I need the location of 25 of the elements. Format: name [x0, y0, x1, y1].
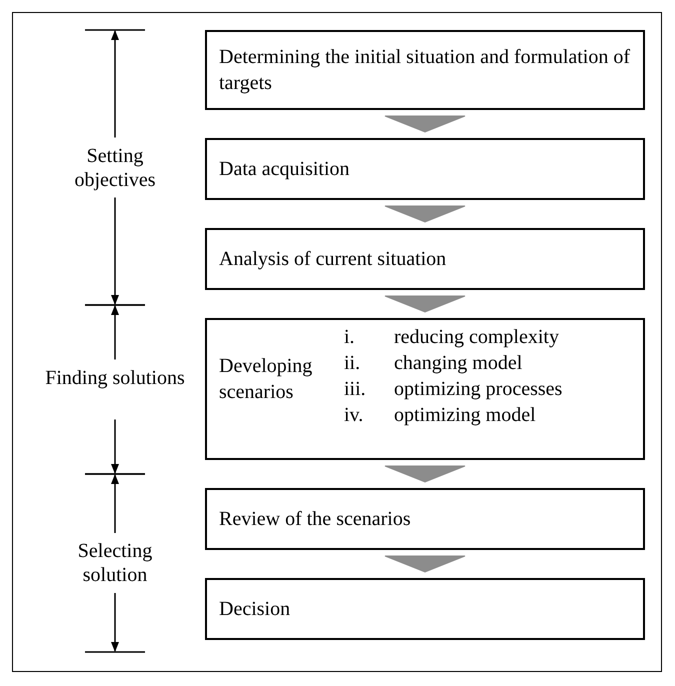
box-text: Analysis of current situation — [219, 247, 446, 272]
process-box — [205, 138, 645, 200]
chevron-arrow — [384, 116, 466, 133]
box-text: Data acquisition — [219, 157, 350, 182]
box-text: Decision — [219, 597, 290, 622]
chevron-arrow — [384, 466, 466, 483]
list-numeral: i. — [344, 325, 356, 350]
chevron-arrow — [384, 556, 466, 573]
process-box — [205, 318, 645, 460]
list-item: optimizing processes — [394, 377, 562, 402]
box-text: Determining the initial situation and formulation of targets — [219, 45, 631, 96]
list-numeral: ii. — [344, 351, 362, 376]
process-box — [205, 30, 645, 110]
list-numeral: iii. — [344, 377, 367, 402]
list-item: changing model — [394, 351, 524, 376]
list-numeral: iv. — [344, 403, 364, 428]
process-box — [205, 578, 645, 640]
list-item: reducing complexity — [394, 325, 560, 350]
process-box — [205, 488, 645, 550]
list-item: optimizing model — [394, 403, 537, 428]
chevron-arrow — [384, 206, 466, 223]
box-text: Developing scenarios — [219, 354, 314, 405]
box-text: Review of the scenarios — [219, 507, 411, 532]
process-box — [205, 228, 645, 290]
chevron-arrow — [384, 296, 466, 313]
